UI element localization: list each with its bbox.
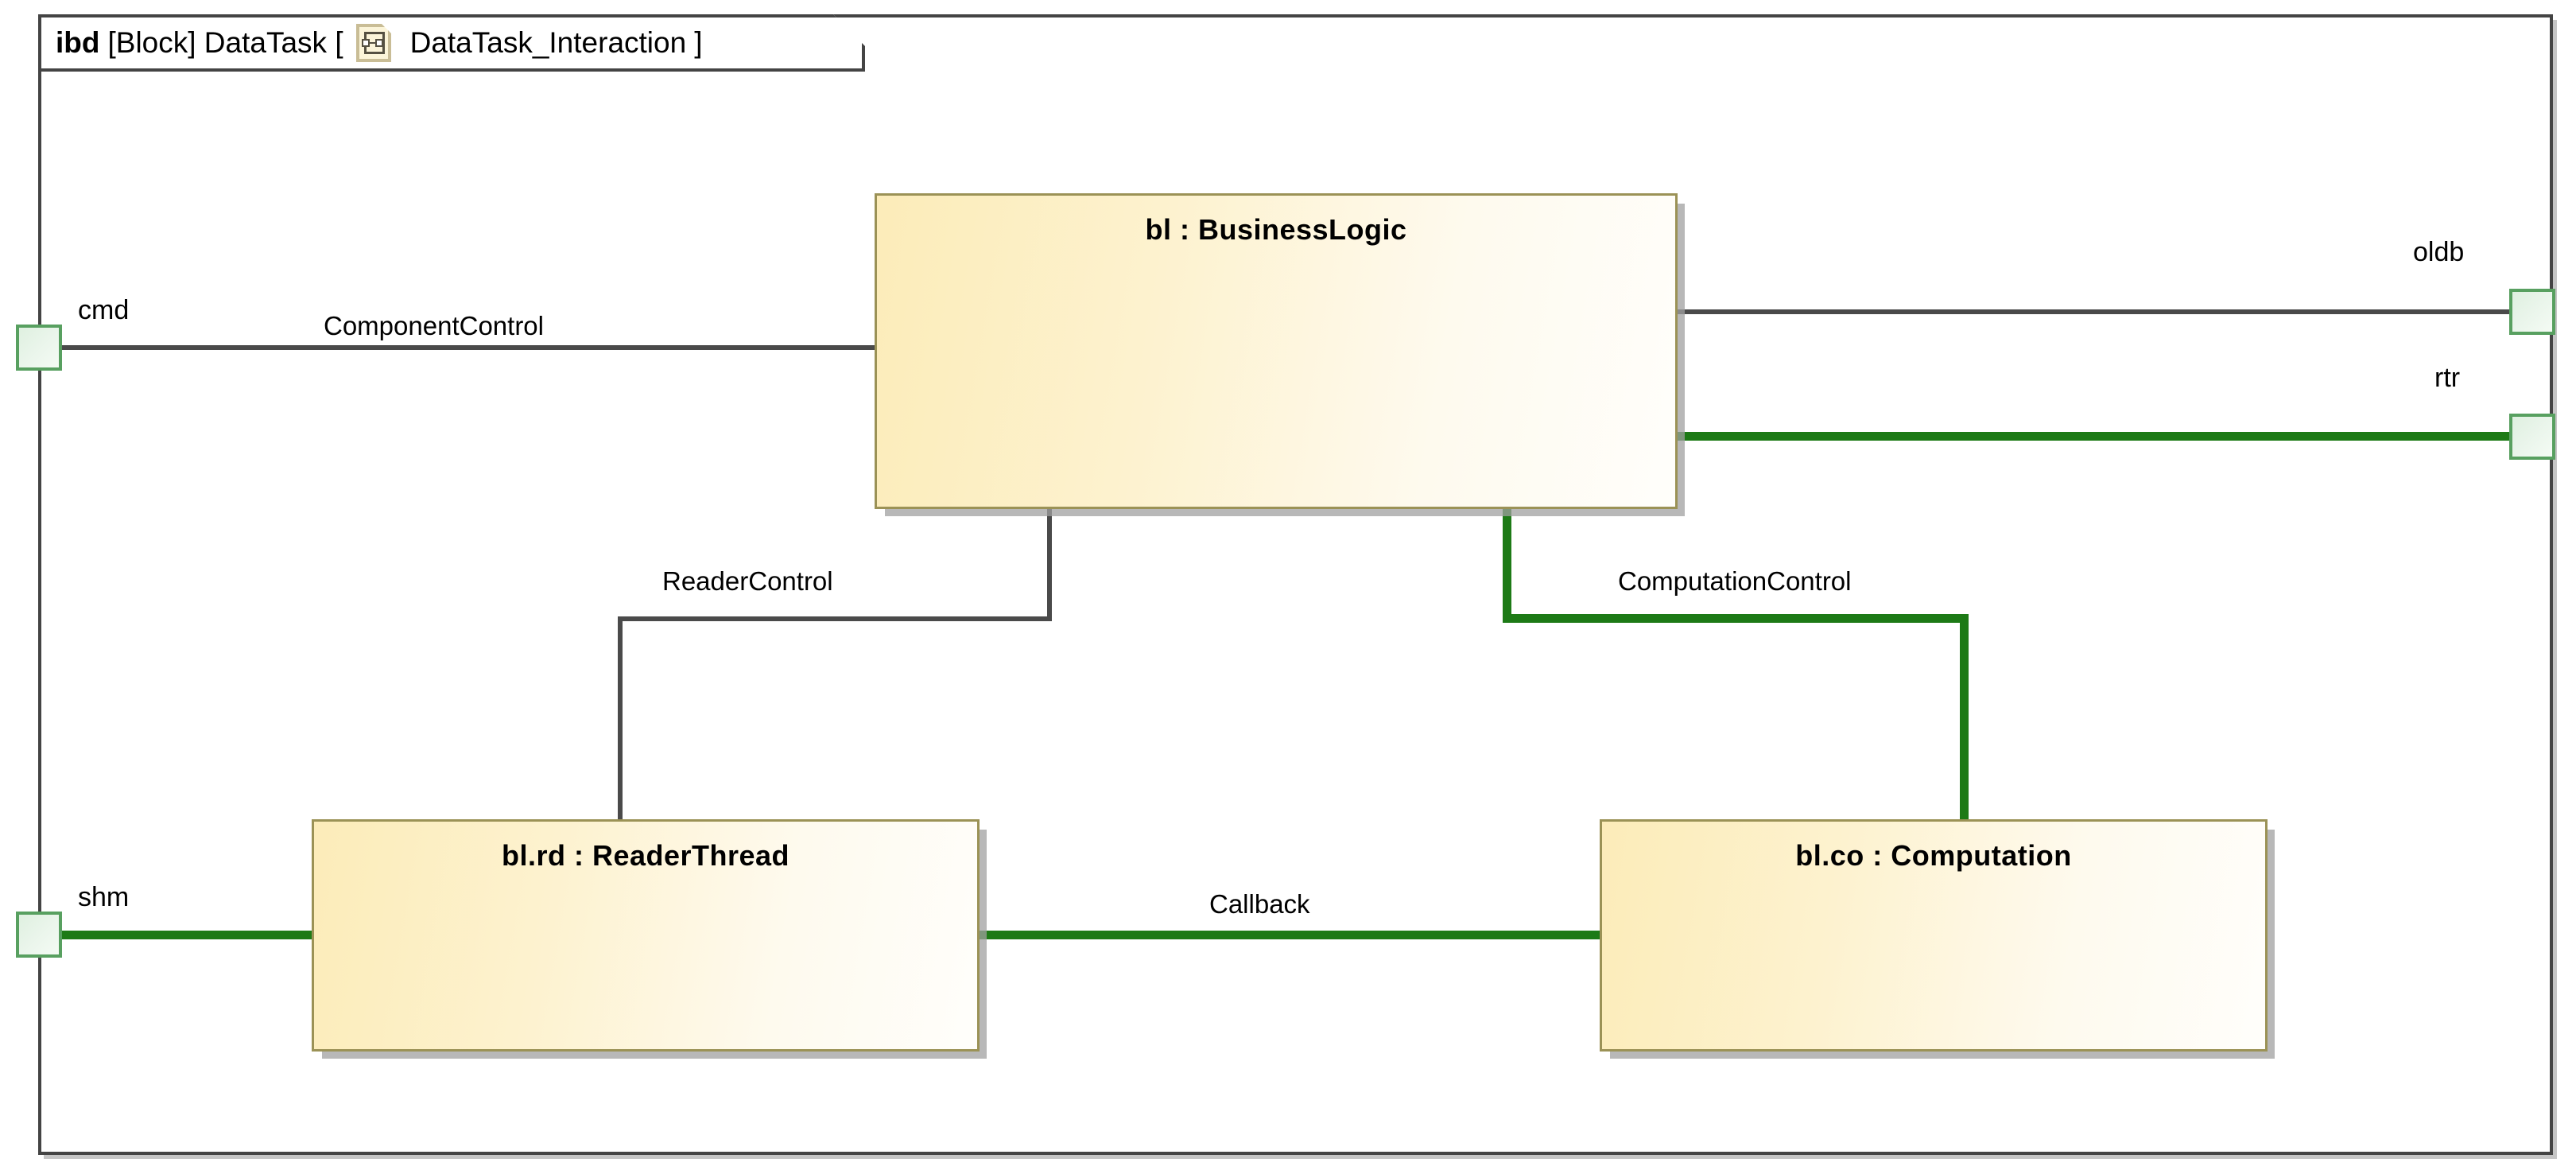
diagram-kind-keyword: ibd: [56, 26, 100, 59]
part-label-businesslogic: bl : BusinessLogic: [1145, 213, 1407, 246]
diagram-header-background: [38, 14, 865, 72]
diagram-header-prefix: [Block] DataTask [: [107, 26, 343, 59]
part-blco-computation[interactable]: bl.co : Computation: [1600, 819, 2268, 1052]
icon-connector-line: [369, 42, 375, 44]
connector-oldb-segment[interactable]: [1676, 309, 2511, 314]
icon-corner-fold: [381, 24, 391, 33]
diagram-header-tab[interactable]: ibd [Block] DataTask [ DataTask_Interact…: [38, 14, 865, 72]
icon-part-square-left: [361, 39, 370, 47]
part-blrd-readerthread[interactable]: bl.rd : ReaderThread: [312, 819, 980, 1052]
port-rtr[interactable]: [2509, 414, 2555, 460]
part-label-computation: bl.co : Computation: [1795, 839, 2072, 872]
connector-computation-control-horiz[interactable]: [1503, 614, 1969, 623]
port-oldb[interactable]: [2509, 289, 2555, 335]
connector-label-computation-control: ComputationControl: [1618, 566, 1852, 596]
port-label-cmd: cmd: [78, 295, 130, 325]
connector-rtr-segment[interactable]: [1676, 432, 2511, 441]
ibd-diagram-icon: [355, 24, 391, 62]
part-label-readerthread: bl.rd : ReaderThread: [501, 839, 790, 872]
part-bl-businesslogic[interactable]: bl : BusinessLogic: [875, 193, 1678, 509]
connector-label-component-control: ComponentControl: [324, 311, 544, 340]
port-shm[interactable]: [16, 912, 62, 958]
connector-computation-control-vert-lower[interactable]: [1960, 614, 1969, 822]
port-label-shm: shm: [78, 882, 130, 912]
connector-callback-segment[interactable]: [976, 931, 1604, 939]
port-cmd[interactable]: [16, 325, 62, 371]
port-label-rtr: rtr: [2434, 363, 2461, 393]
diagram-view-name: DataTask_Interaction: [409, 26, 687, 59]
connector-shm-segment[interactable]: [62, 931, 316, 939]
connector-reader-control-vert-lower[interactable]: [618, 616, 623, 822]
connector-reader-control-vert-upper[interactable]: [1047, 507, 1052, 621]
diagram-header-content: ibd [Block] DataTask [ DataTask_Interact…: [38, 14, 865, 72]
connector-label-reader-control: ReaderControl: [662, 566, 833, 596]
diagram-frame: [38, 14, 2553, 1155]
icon-part-square-right: [374, 39, 383, 47]
connector-label-callback: Callback: [1209, 889, 1310, 919]
diagram-header-suffix: ]: [694, 26, 703, 59]
connector-reader-control-horiz[interactable]: [618, 616, 1052, 621]
connector-computation-control-vert-upper[interactable]: [1503, 507, 1511, 623]
connector-component-control-segment[interactable]: [62, 345, 877, 350]
port-label-oldb: oldb: [2413, 237, 2465, 267]
